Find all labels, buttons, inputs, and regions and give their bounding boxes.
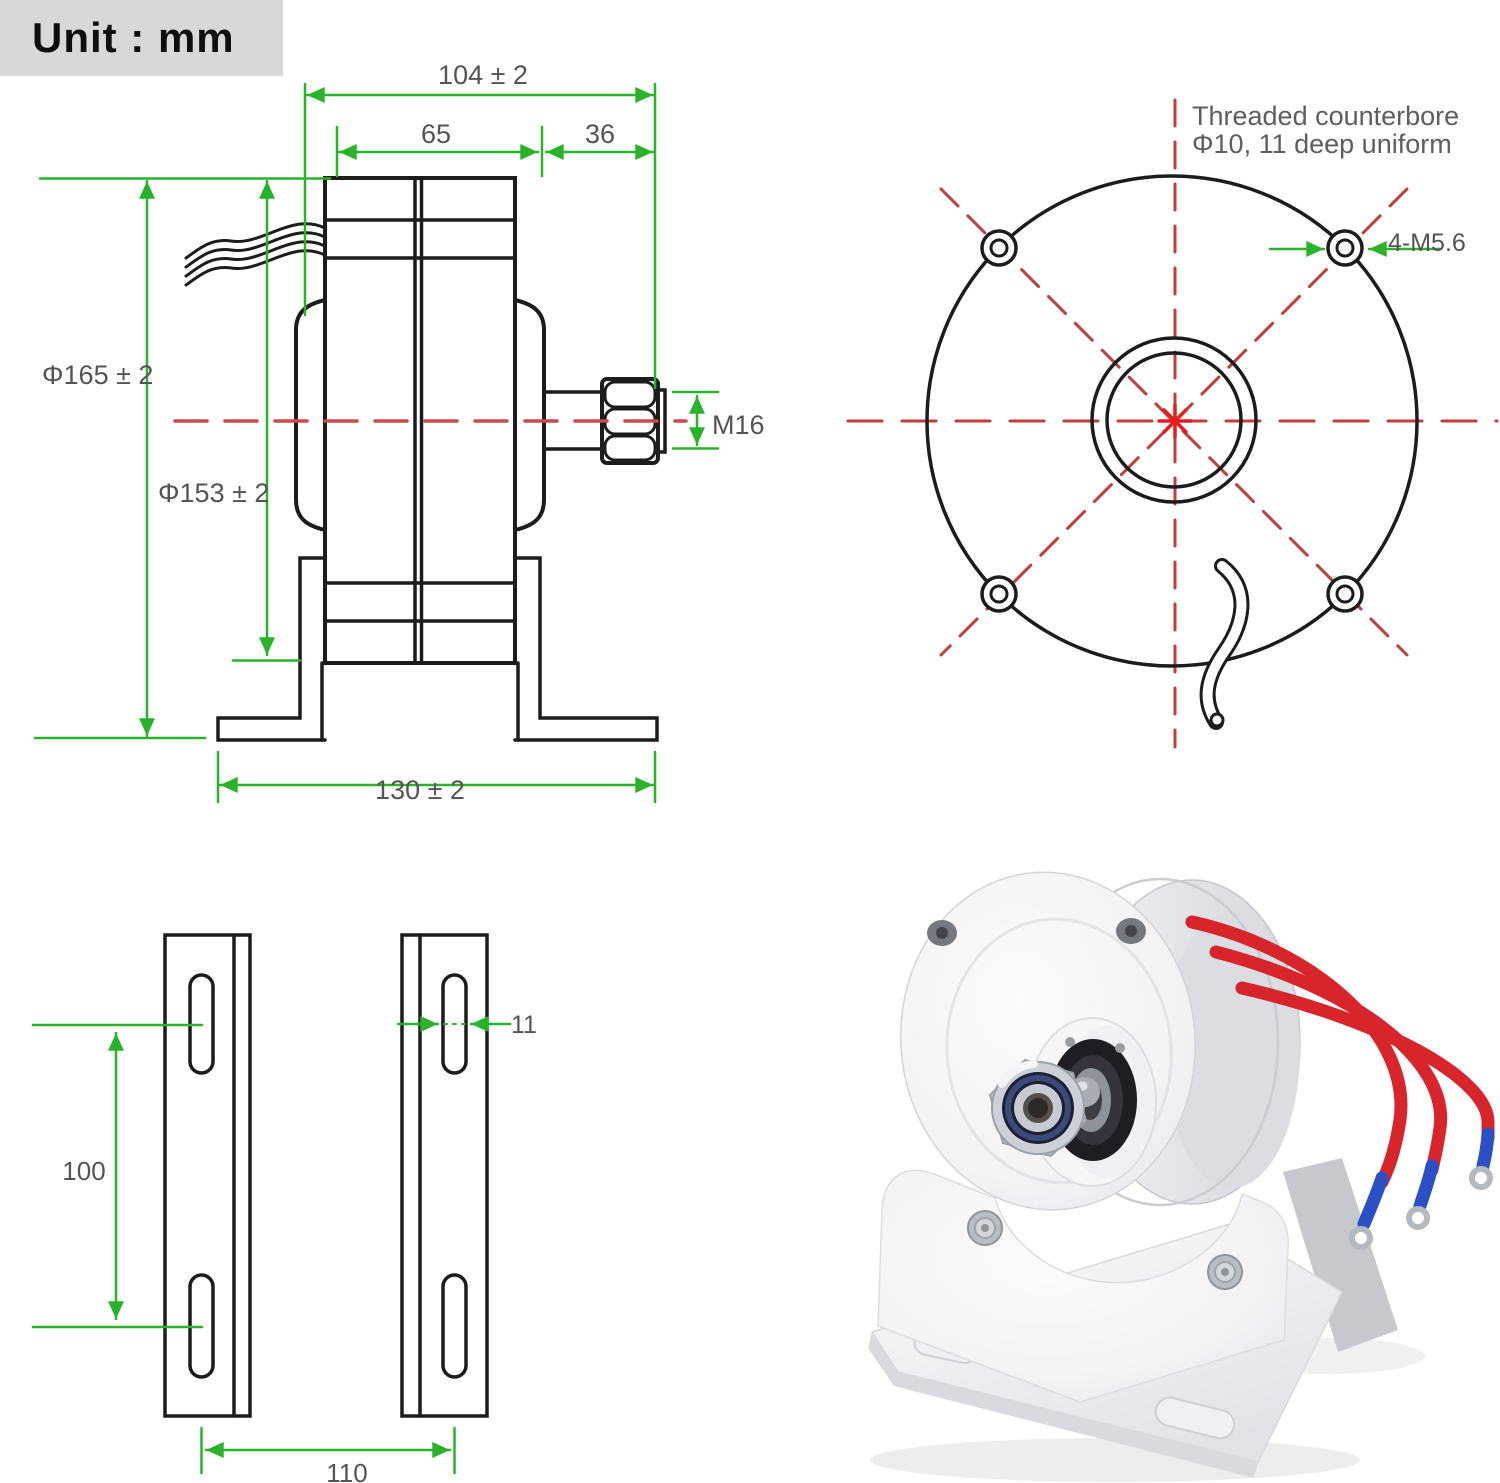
dim-shaft-thread: M16 xyxy=(712,410,765,440)
ring-terminal xyxy=(1349,1226,1373,1250)
bracket-plates-drawing xyxy=(31,933,512,1475)
unit-label: Unit : mm xyxy=(32,14,235,61)
front-view-drawing xyxy=(846,98,1499,749)
dim-inner-diameter: Φ153 ± 2 xyxy=(158,478,270,508)
dim-base-width: 130 ± 2 xyxy=(375,775,465,805)
dim-slot-vertical-spacing: 100 xyxy=(62,1156,106,1186)
counterbore-note-line2: Φ10, 11 deep uniform xyxy=(1192,129,1452,159)
counterbore-note-line1: Threaded counterbore xyxy=(1192,101,1460,131)
side-dimension-lines xyxy=(33,82,720,804)
product-photo xyxy=(868,871,1495,1482)
dim-slot-horizontal-spacing: 110 xyxy=(326,1458,368,1483)
left-end-flange xyxy=(294,298,327,532)
right-bracket-plate xyxy=(400,933,489,1418)
dim-bolt-spec: 4-M5.6 xyxy=(1388,229,1466,257)
base-slot-right xyxy=(1154,1396,1236,1440)
dim-total-length: 104 ± 2 xyxy=(438,60,528,90)
dim-slot-width: 11 xyxy=(511,1011,537,1039)
motor-face-outline xyxy=(925,174,1419,668)
shaft-hub-outer xyxy=(1090,336,1258,504)
face-screws xyxy=(927,918,1146,946)
side-view-drawing xyxy=(33,82,720,804)
dim-shaft-length: 36 xyxy=(584,119,616,149)
lead-wires-sketch xyxy=(184,222,327,287)
shaft-hub-inner xyxy=(1105,351,1243,489)
left-bracket-plate xyxy=(163,933,252,1418)
center-mark-asterisk xyxy=(1157,403,1193,439)
mounting-bracket-side xyxy=(216,556,659,742)
front-wire-sketch xyxy=(1199,558,1250,730)
bracket-dimension-lines xyxy=(31,1016,512,1475)
output-wires xyxy=(1185,915,1495,1250)
rear-foot xyxy=(1283,1158,1398,1352)
bolt-holes xyxy=(980,229,1364,613)
right-end-flange xyxy=(513,298,546,532)
floor-shadow xyxy=(870,1438,1360,1482)
dim-body-length: 65 xyxy=(420,119,452,149)
dim-outer-diameter: Φ165 ± 2 xyxy=(42,360,154,390)
shaft-washer xyxy=(656,388,667,454)
bracket-screws xyxy=(967,1210,1243,1290)
ring-terminal xyxy=(1469,1166,1493,1190)
ring-terminal xyxy=(1406,1206,1430,1230)
shaft-collar xyxy=(988,1058,1088,1158)
unit-label-box: Unit : mm xyxy=(0,0,283,76)
